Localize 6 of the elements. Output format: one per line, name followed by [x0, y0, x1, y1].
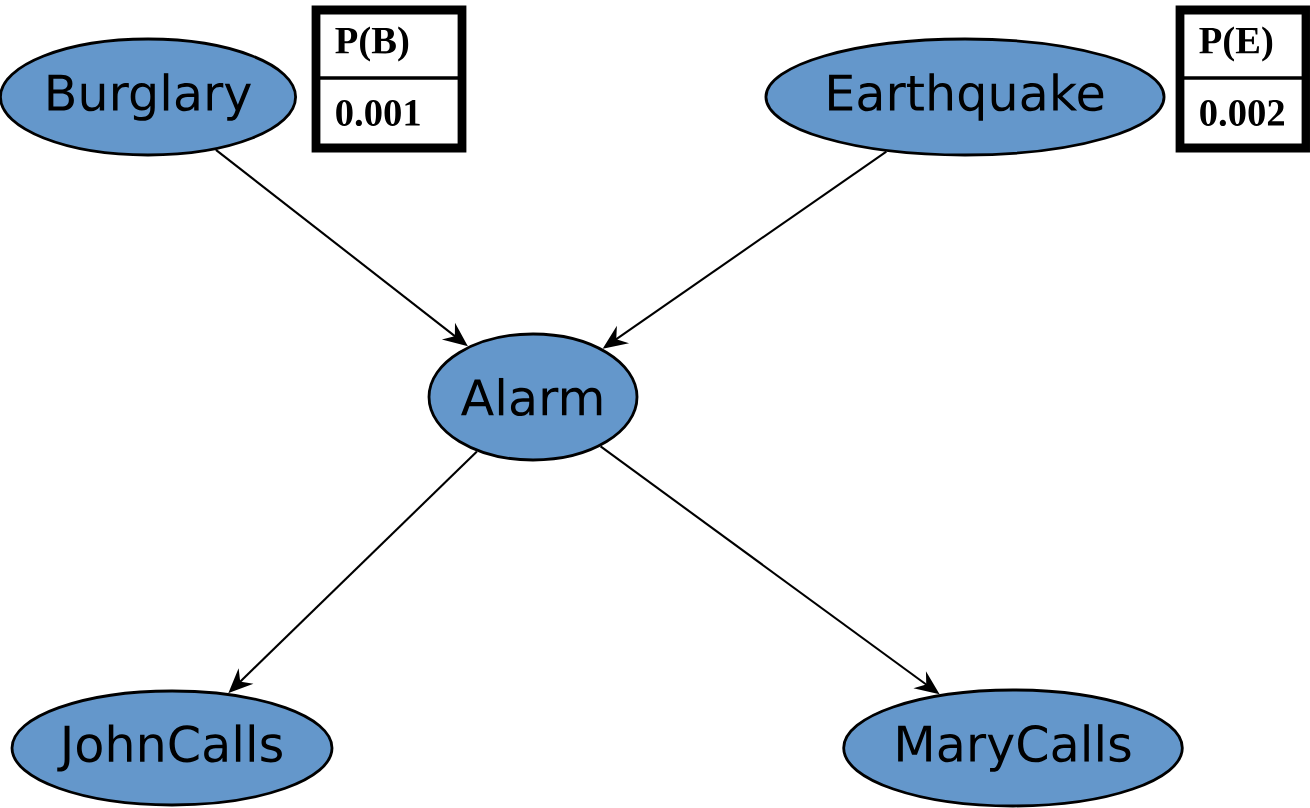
table-cell: 0.002 — [1200, 99, 1284, 127]
probability-table — [311, 5, 467, 153]
table-header: P(B) — [335, 26, 409, 62]
table-cell: 0.001 — [336, 99, 420, 127]
table-header: P(E) — [1199, 26, 1273, 62]
probability-table — [1175, 5, 1310, 153]
